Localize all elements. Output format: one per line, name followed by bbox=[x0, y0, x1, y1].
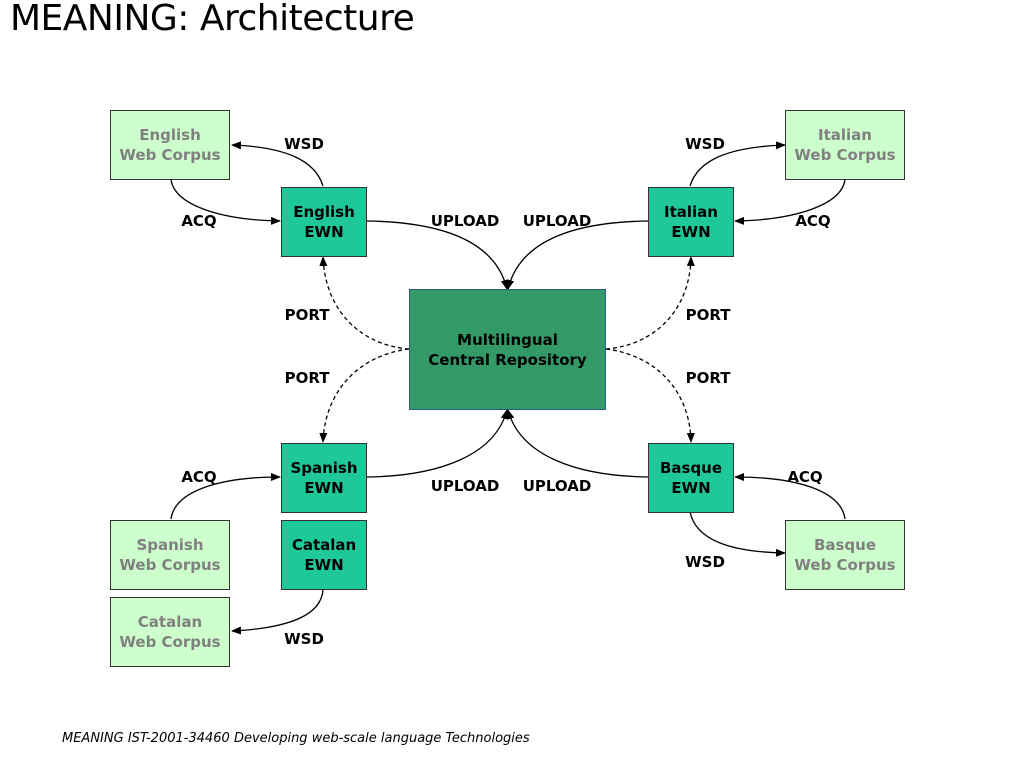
label-wsd-basque: WSD bbox=[685, 553, 725, 571]
arrow-upload-basque bbox=[506, 409, 649, 478]
arrow-port-spanish bbox=[319, 348, 410, 443]
label-port-english: PORT bbox=[284, 306, 330, 324]
label-upload-english: UPLOAD bbox=[430, 212, 500, 230]
label-wsd-catalan: WSD bbox=[284, 630, 324, 648]
arrow-wsd-basque bbox=[689, 511, 786, 557]
arrow-wsd-italian bbox=[689, 141, 786, 187]
label-upload-italian: UPLOAD bbox=[522, 212, 592, 230]
label-acq-basque: ACQ bbox=[787, 468, 823, 486]
footer-text: MEANING IST-2001-34460 Developing web-sc… bbox=[62, 731, 530, 746]
label-port-italian: PORT bbox=[685, 306, 731, 324]
arrow-acq-spanish bbox=[170, 473, 281, 520]
arrow-acq-english bbox=[170, 179, 281, 225]
page-title: MEANING: Architecture bbox=[10, 0, 415, 39]
label-port-spanish: PORT bbox=[284, 369, 330, 387]
label-wsd-italian: WSD bbox=[685, 135, 725, 153]
label-acq-english: ACQ bbox=[181, 212, 217, 230]
arrow-acq-basque bbox=[734, 473, 846, 520]
label-acq-spanish: ACQ bbox=[181, 468, 217, 486]
arrow-wsd-catalan bbox=[231, 588, 324, 635]
arrow-port-basque bbox=[605, 348, 695, 443]
label-upload-basque: UPLOAD bbox=[522, 477, 592, 495]
arrow-upload-spanish bbox=[366, 409, 509, 478]
arrow-wsd-english bbox=[231, 141, 324, 187]
label-acq-italian: ACQ bbox=[795, 212, 831, 230]
arrow-upload-english bbox=[366, 220, 509, 290]
label-port-basque: PORT bbox=[685, 369, 731, 387]
arrow-port-english bbox=[319, 256, 410, 350]
label-wsd-english: WSD bbox=[284, 135, 324, 153]
arrow-upload-italian bbox=[506, 220, 649, 290]
arrow-acq-italian bbox=[734, 179, 846, 225]
arrow-port-italian bbox=[605, 256, 695, 350]
label-upload-spanish: UPLOAD bbox=[430, 477, 500, 495]
